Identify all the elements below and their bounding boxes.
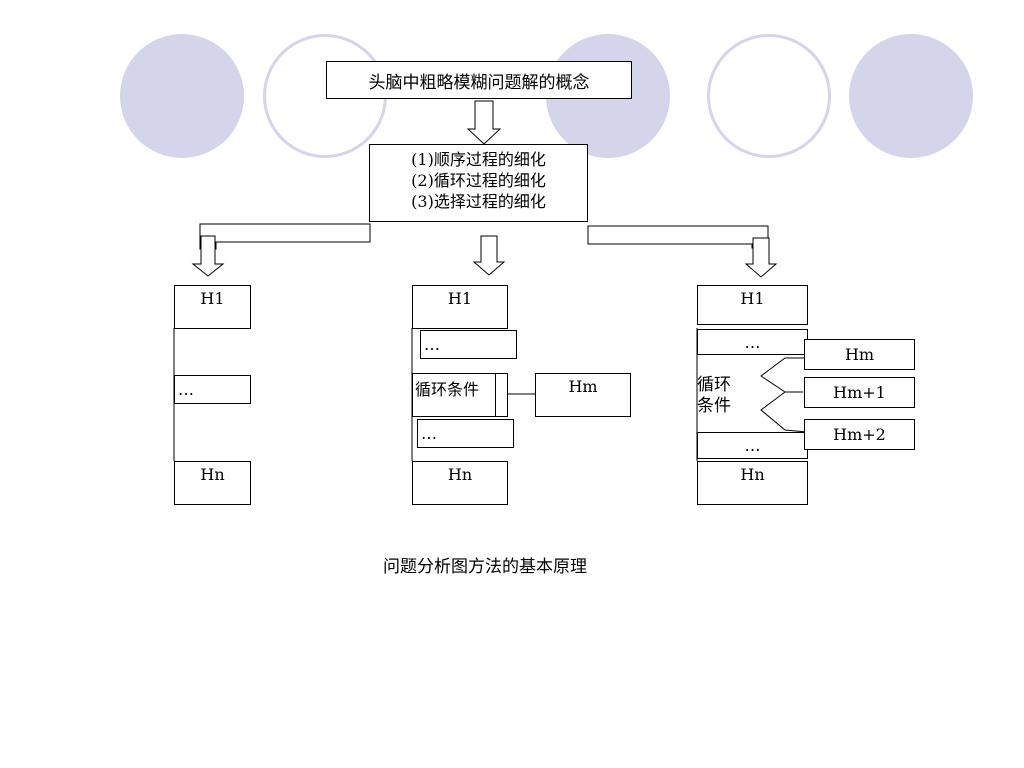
left-hn-box: Hn xyxy=(174,461,251,505)
center-ellipsis-top: … xyxy=(424,335,440,354)
select-bracket xyxy=(760,357,807,393)
left-ellipsis-box: … xyxy=(174,375,251,404)
left-h1-box: H1 xyxy=(174,285,251,329)
loop-body-hm-label: Hm xyxy=(568,377,598,396)
left-ellipsis: … xyxy=(178,380,194,399)
center-h1-box: H1 xyxy=(412,285,508,329)
right-ellipsis-top: … xyxy=(744,332,761,352)
left-hn-label: Hn xyxy=(200,465,225,484)
right-ellipsis-bottom: … xyxy=(744,436,761,455)
decor-circle-4 xyxy=(707,34,831,158)
center-hn-label: Hn xyxy=(447,465,473,484)
figure-caption: 问题分析图方法的基本原理 xyxy=(383,557,587,577)
loop-condition-box: 循环条件 xyxy=(412,373,508,417)
right-hn-label: Hn xyxy=(740,465,765,484)
option-hm2-box: Hm+2 xyxy=(804,419,915,450)
option-hm1-box: Hm+1 xyxy=(804,377,915,408)
arrow-down-right xyxy=(744,237,778,278)
branch-bar-right xyxy=(587,225,769,249)
top-concept-box: 头脑中粗略模糊问题解的概念 xyxy=(326,61,632,99)
option-hm1-label: Hm+1 xyxy=(833,383,886,402)
option-hm-box: Hm xyxy=(804,339,915,370)
select-condition-label: 循环 条件 xyxy=(697,375,731,417)
select-bracket-lower xyxy=(760,391,808,433)
center-ellipsis-bottom: … xyxy=(421,424,437,443)
loop-condition-divider xyxy=(495,374,496,416)
arrow-down-left xyxy=(191,235,225,277)
branch-bar-left xyxy=(199,223,371,250)
center-ellipsis-top-box: … xyxy=(420,330,517,359)
option-hm2-label: Hm+2 xyxy=(833,425,886,444)
loop-body-hm-box: Hm xyxy=(535,373,631,417)
right-h1-label: H1 xyxy=(740,289,765,308)
right-ellipsis-bottom-box: … xyxy=(697,432,808,459)
refinement-3: (3)选择过程的细化 xyxy=(411,192,546,211)
arrow-down-center xyxy=(472,235,506,276)
right-hn-box: Hn xyxy=(697,461,808,505)
option-hm-label: Hm xyxy=(844,345,875,364)
decor-circle-1 xyxy=(120,34,244,158)
center-ellipsis-bottom-box: … xyxy=(417,419,514,448)
refinement-box: (1)顺序过程的细化 (2)循环过程的细化 (3)选择过程的细化 xyxy=(369,144,588,222)
select-condition-line2: 条件 xyxy=(697,396,731,416)
loop-condition-label: 循环条件 xyxy=(415,380,480,399)
select-condition-line1: 循环 xyxy=(697,375,731,395)
decor-circle-5 xyxy=(849,34,973,158)
center-h1-label: H1 xyxy=(447,289,473,308)
left-h1-label: H1 xyxy=(200,289,225,308)
center-hn-box: Hn xyxy=(412,461,508,505)
right-h1-box: H1 xyxy=(697,285,808,325)
refinement-1: (1)顺序过程的细化 xyxy=(411,150,546,169)
refinement-2: (2)循环过程的细化 xyxy=(411,171,546,190)
top-concept-text: 头脑中粗略模糊问题解的概念 xyxy=(368,72,590,93)
right-ellipsis-top-box: … xyxy=(697,329,808,355)
arrow-down-top xyxy=(466,100,502,145)
